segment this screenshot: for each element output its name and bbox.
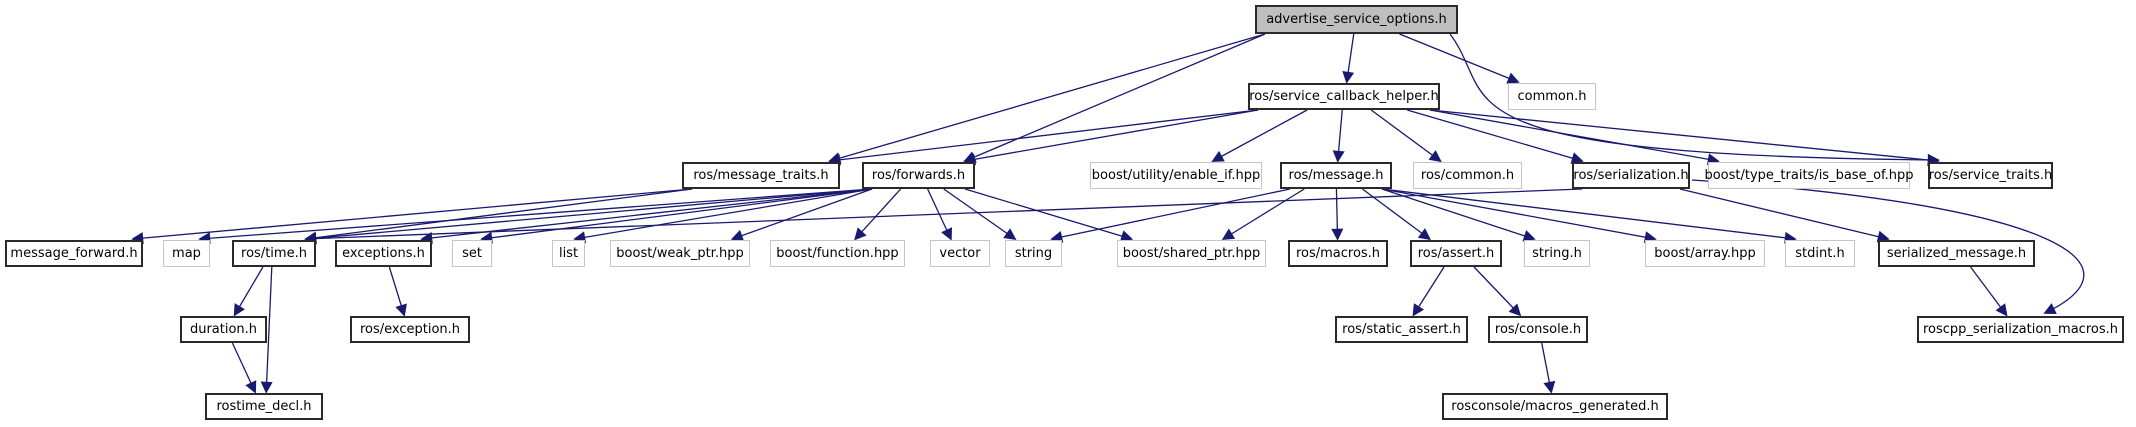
graph-node-duration[interactable]: duration.h (180, 316, 267, 343)
edge-message-to-string_h (1381, 188, 1536, 242)
graph-node-serialization[interactable]: ros/serialization.h (1572, 162, 1690, 189)
edge-time-to-rostime_decl (260, 266, 273, 394)
graph-node-string_h[interactable]: string.h (1524, 240, 1590, 267)
edge-forwards-to-shared_ptr (964, 188, 1134, 242)
graph-node-message_traits[interactable]: ros/message_traits.h (682, 162, 840, 189)
graph-node-exception[interactable]: ros/exception.h (350, 316, 470, 343)
graph-node-list[interactable]: list (552, 240, 585, 267)
edge-forwards-to-set (480, 188, 873, 244)
edge-assert-to-console (1473, 266, 1522, 317)
edge-forwards-to-list (573, 188, 873, 244)
edge-serialization-to-serialized_message (1679, 188, 1890, 243)
edge-helper-to-forwards (963, 109, 1259, 166)
graph-node-enable_if[interactable]: boost/utility/enable_if.hpp (1090, 162, 1262, 189)
edge-message-to-array (1381, 188, 1657, 244)
graph-node-forwards[interactable]: ros/forwards.h (862, 162, 975, 189)
graph-node-ros_common[interactable]: ros/common.h (1413, 162, 1522, 189)
graph-node-shared_ptr[interactable]: boost/shared_ptr.hpp (1117, 240, 1266, 267)
graph-node-message[interactable]: ros/message.h (1280, 162, 1392, 189)
graph-node-message_forward[interactable]: message_forward.h (5, 240, 143, 267)
graph-node-stdint[interactable]: stdint.h (1785, 240, 1855, 267)
edge-helper-to-service_traits (1429, 109, 1940, 166)
edge-helper-to-serialization (1406, 109, 1584, 164)
edge-duration-to-rostime_decl (231, 342, 257, 394)
graph-node-macros_generated[interactable]: rosconsole/macros_generated.h (1442, 393, 1668, 420)
edge-helper-to-enable_if (1211, 109, 1308, 162)
edge-helper-to-is_base_of (1429, 109, 1720, 166)
edge-exceptions-to-exception (388, 266, 407, 317)
graph-node-helper[interactable]: ros/service_callback_helper.h (1248, 83, 1440, 110)
graph-node-macros[interactable]: ros/macros.h (1288, 240, 1388, 267)
edge-forwards-to-map (198, 188, 873, 245)
graph-node-weak_ptr[interactable]: boost/weak_ptr.hpp (610, 240, 750, 267)
graph-node-string[interactable]: string (1005, 240, 1062, 267)
edge-helper-to-ros_common (1370, 109, 1442, 163)
graph-node-map[interactable]: map (163, 240, 210, 267)
edge-advertise-to-message_traits (828, 33, 1266, 164)
graph-node-exceptions[interactable]: exceptions.h (335, 240, 432, 267)
edge-console-to-macros_generated (1541, 342, 1556, 394)
edge-helper-to-message_traits (828, 109, 1259, 166)
edge-serialization-to-time (304, 188, 1583, 245)
graph-node-console[interactable]: ros/console.h (1488, 316, 1588, 343)
edge-advertise-to-helper (1342, 33, 1355, 84)
edge-message_traits-to-message_forward (131, 188, 693, 245)
edge-forwards-to-time (304, 188, 873, 245)
graph-node-assert[interactable]: ros/assert.h (1410, 240, 1502, 267)
edge-serialized_message-to-roscpp_ser_macros (1970, 266, 2008, 317)
graph-node-vector[interactable]: vector (930, 240, 990, 267)
edge-message_traits-to-time (304, 188, 693, 244)
graph-node-time[interactable]: ros/time.h (232, 240, 316, 267)
graph-node-static_assert[interactable]: ros/static_assert.h (1335, 316, 1468, 343)
edge-message-to-stdint (1381, 188, 1797, 244)
graph-node-is_base_of[interactable]: boost/type_traits/is_base_of.hpp (1704, 162, 1914, 189)
edge-message-to-assert (1362, 188, 1432, 241)
edge-time-to-duration (233, 266, 264, 317)
edge-forwards-to-exceptions (420, 188, 873, 244)
graph-node-service_traits[interactable]: ros/service_traits.h (1928, 162, 2053, 189)
edge-message-to-macros (1331, 188, 1344, 241)
graph-node-roscpp_ser_macros[interactable]: roscpp_serialization_macros.h (1917, 316, 2124, 343)
edge-forwards-to-string (943, 188, 1017, 241)
graph-node-common[interactable]: common.h (1508, 83, 1596, 110)
edge-advertise-to-forwards (963, 33, 1266, 163)
edge-forwards-to-vector (927, 188, 953, 241)
edge-message-to-string (1050, 188, 1291, 243)
graph-node-array[interactable]: boost/array.hpp (1645, 240, 1765, 267)
edge-helper-to-message (1332, 109, 1345, 163)
edge-forwards-to-function (854, 188, 902, 241)
graph-node-advertise[interactable]: advertise_service_options.h (1255, 5, 1458, 34)
graph-node-rostime_decl[interactable]: rostime_decl.h (205, 393, 323, 420)
graph-node-set[interactable]: set (452, 240, 492, 267)
graph-node-serialized_message[interactable]: serialized_message.h (1878, 240, 2035, 267)
edge-message-to-shared_ptr (1221, 188, 1305, 240)
edge-advertise-to-common (1399, 33, 1520, 84)
edge-forwards-to-weak_ptr (730, 188, 873, 242)
edge-assert-to-static_assert (1412, 266, 1445, 317)
graph-node-function[interactable]: boost/function.hpp (770, 240, 905, 267)
